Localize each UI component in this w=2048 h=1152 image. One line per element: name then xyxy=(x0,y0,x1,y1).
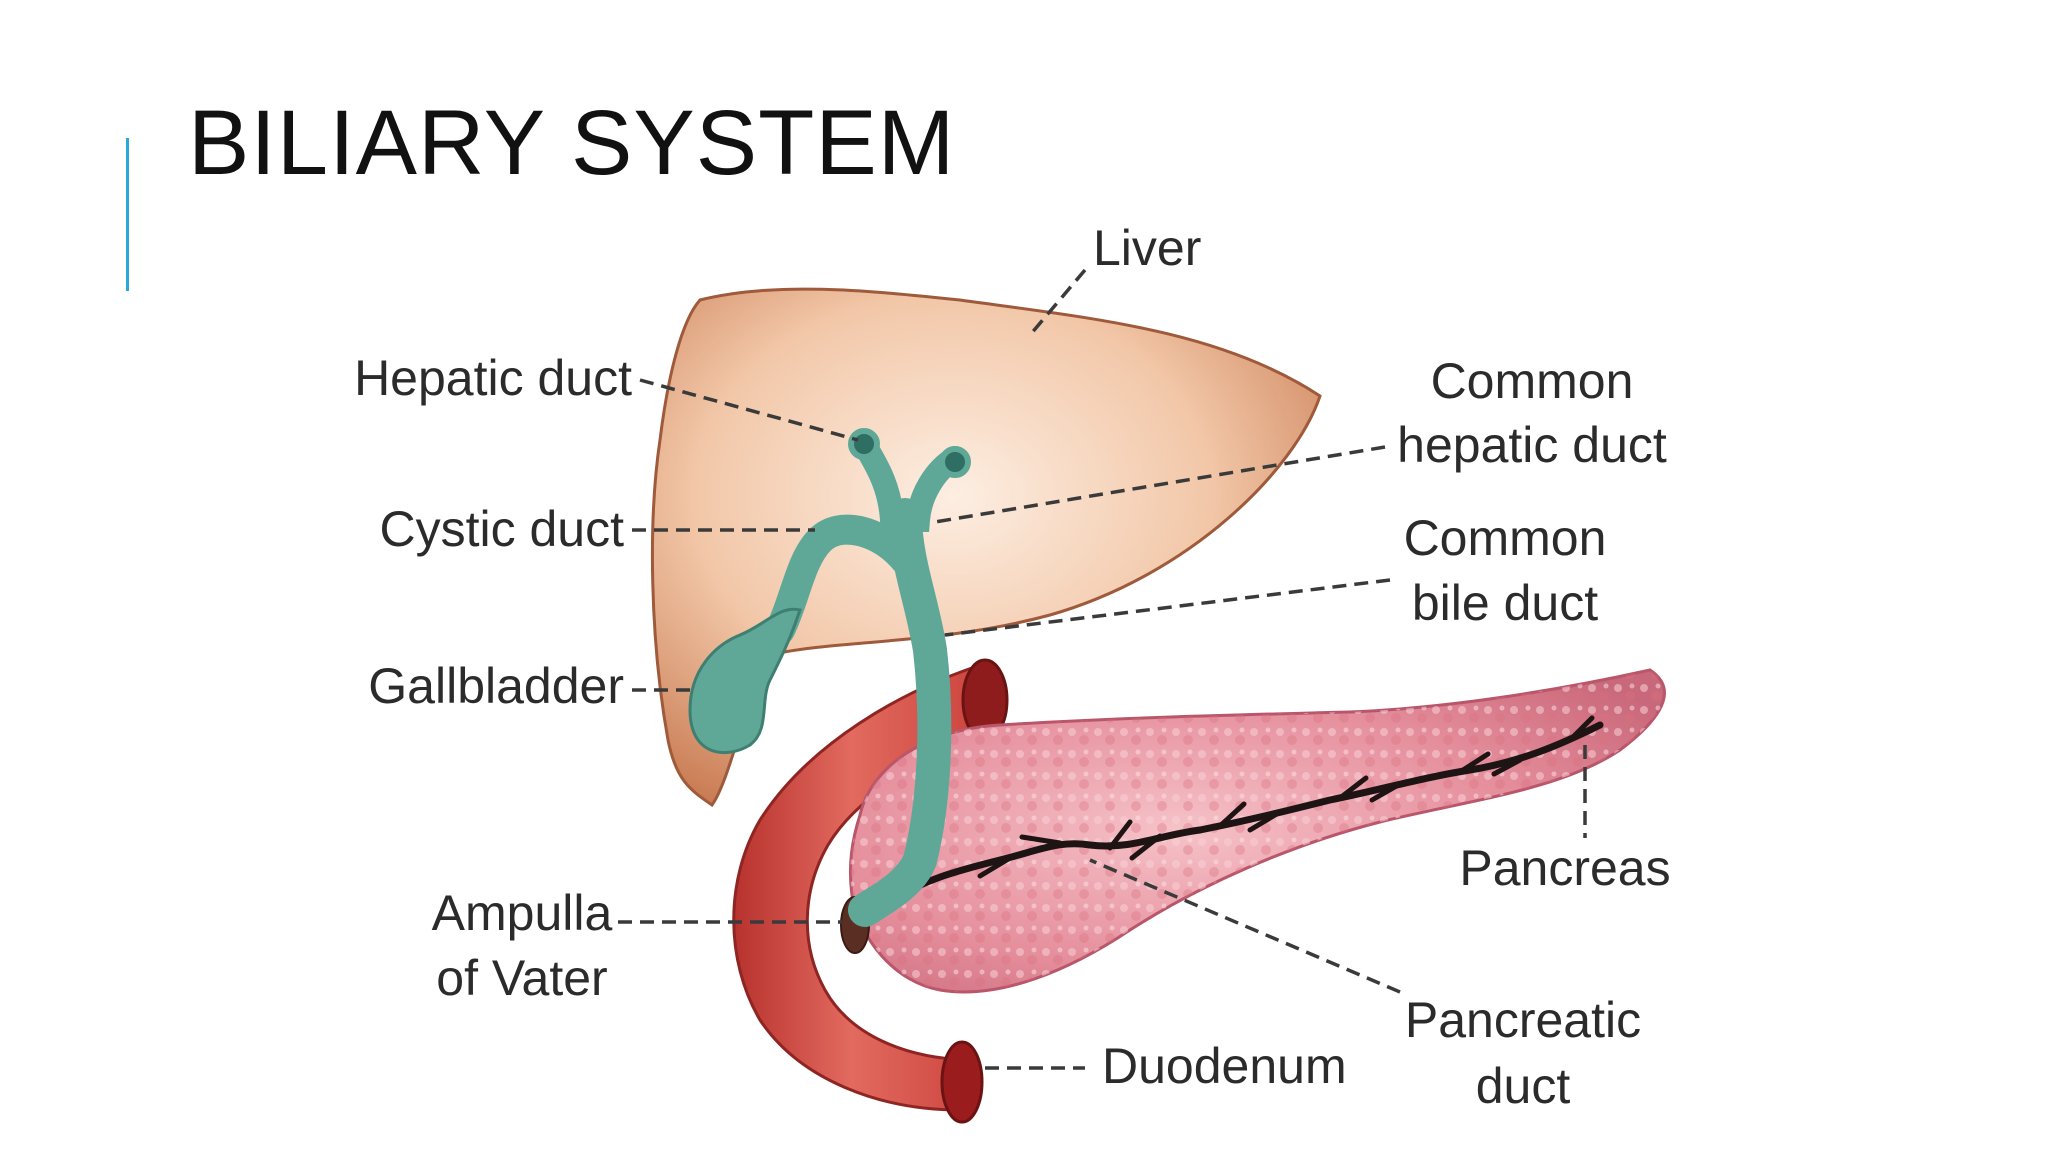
liver-shape xyxy=(650,287,1322,808)
label-pancreas: Pancreas xyxy=(1459,840,1670,896)
liver-leader xyxy=(1028,268,1087,337)
common-hepatic-duct-leader xyxy=(934,445,1386,524)
label-hepatic-duct: Hepatic duct xyxy=(354,350,632,406)
duodenum-lower-opening xyxy=(940,1040,984,1124)
label-ampulla-1: Ampulla xyxy=(432,885,613,941)
label-ampulla-2: of Vater xyxy=(436,950,607,1006)
pancreas-texture xyxy=(850,670,1665,992)
label-common-hepatic-duct-1: Common xyxy=(1431,353,1634,409)
title-accent-bar xyxy=(126,138,129,291)
label-pancreatic-duct-1: Pancreatic xyxy=(1405,992,1641,1048)
right-hepatic-duct-opening xyxy=(939,446,971,478)
label-gallbladder: Gallbladder xyxy=(368,658,624,714)
label-pancreatic-duct-2: duct xyxy=(1476,1058,1571,1114)
slide-title: BILIARY SYSTEM xyxy=(188,92,956,194)
label-duodenum: Duodenum xyxy=(1102,1038,1347,1094)
common-bile-duct-shape xyxy=(848,498,952,927)
label-common-bile-duct-2: bile duct xyxy=(1412,575,1598,631)
pancreatic-duct-shape xyxy=(881,721,1604,909)
hepatic-duct-leader xyxy=(639,378,859,442)
left-hepatic-duct-opening xyxy=(848,428,880,460)
pancreatic-duct-leader xyxy=(1089,858,1401,994)
label-cystic-duct: Cystic duct xyxy=(379,501,624,557)
common-bile-duct-leader xyxy=(944,578,1391,637)
gallbladder-shape xyxy=(688,607,802,754)
cystic-duct-shape xyxy=(765,514,920,645)
pancreatic-duct-branches xyxy=(977,715,1595,879)
label-common-bile-duct-1: Common xyxy=(1404,510,1607,566)
duodenum-shape xyxy=(732,660,997,1112)
label-common-hepatic-duct-2: hepatic duct xyxy=(1397,417,1667,473)
label-liver: Liver xyxy=(1093,220,1201,276)
